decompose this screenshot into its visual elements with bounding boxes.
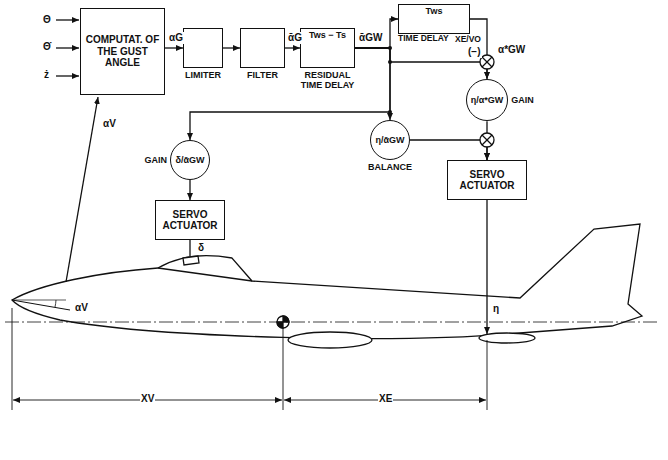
signal-name: Θ̇ (42, 41, 52, 53)
servo-box: SERVO ACTUATOR (155, 200, 225, 240)
deflection-label: δ (197, 242, 205, 254)
deflection-label: η (492, 303, 500, 315)
signal-line (410, 140, 487, 160)
node-text: SERVO ACTUATOR (451, 169, 523, 192)
dimension-label: XV (140, 393, 155, 405)
node-heading: TIME DELAY (398, 34, 449, 44)
limiter-box: LIMITER (183, 28, 223, 68)
filter-box: FILTER (240, 28, 285, 68)
signal-line (165, 47, 183, 48)
node-heading: GAIN (145, 155, 168, 165)
signal-line (223, 47, 240, 48)
node-text: Tws − Ts (309, 30, 346, 40)
delay-box: Tws − TsRESIDUAL TIME DELAY (300, 28, 355, 68)
signal-name: Θ (42, 14, 52, 26)
node-text: η/α*GW (471, 95, 504, 105)
signal-line (355, 19, 398, 48)
balance-circle: η/ᾱGWBALANCE (370, 120, 410, 160)
signal-name: αG (168, 32, 184, 44)
signal-line (285, 47, 300, 48)
process-box: COMPUTAT. OF THE GUST ANGLE (80, 8, 165, 95)
node-text: δ/ᾱGW (176, 155, 205, 165)
gain-circle: η/α*GWGAIN (466, 79, 509, 122)
node-heading: FILTER (247, 70, 278, 80)
signal-name: ᾱG (287, 32, 303, 44)
signal-line (355, 48, 390, 120)
angle-label: αV (102, 118, 117, 130)
node-text: η/ᾱGW (375, 135, 404, 145)
dimension-label: XE (378, 393, 393, 405)
delay-box: TwsTIME DELAY (398, 4, 470, 34)
node-heading: LIMITER (185, 70, 221, 80)
node-heading: GAIN (511, 95, 534, 105)
node-heading: RESIDUAL TIME DELAY (296, 70, 360, 91)
gain-circle: δ/ᾱGWGAIN (170, 140, 210, 180)
node-text: SERVO ACTUATOR (159, 209, 221, 232)
signal-line (189, 180, 190, 200)
node-text: Tws (426, 6, 443, 16)
signal-name: α*GW (497, 44, 526, 56)
sign-label: (−) (467, 46, 482, 58)
angle-label: αV (74, 302, 89, 314)
node-text: COMPUTAT. OF THE GUST ANGLE (84, 34, 161, 69)
servo-box: SERVO ACTUATOR (447, 160, 527, 200)
node-heading: BALANCE (368, 162, 412, 172)
signal-name: ᾱGW (358, 32, 383, 44)
delay-label: XE/VO (454, 35, 482, 45)
signal-name: ż (43, 69, 50, 81)
